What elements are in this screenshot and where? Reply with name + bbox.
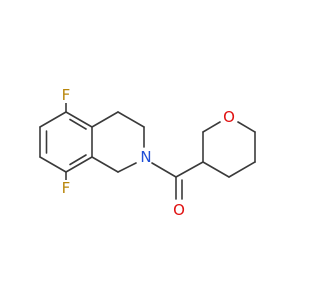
bond bbox=[39, 156, 67, 173]
aromatic-double-bond bbox=[69, 154, 87, 166]
molecule-structure-diagram: F F N O O bbox=[39, 86, 256, 219]
fluorine-label: F bbox=[62, 86, 71, 104]
bond bbox=[117, 111, 145, 128]
carbonyl-oxygen-label: O bbox=[173, 201, 185, 219]
nitrogen-label: N bbox=[140, 148, 151, 166]
bond bbox=[151, 162, 177, 178]
bond bbox=[39, 111, 67, 128]
bond bbox=[65, 156, 93, 173]
aromatic-double-bond bbox=[69, 118, 87, 130]
bond-layer bbox=[39, 100, 256, 200]
bond bbox=[202, 121, 221, 133]
carbonyl-oxygen-atom: O bbox=[173, 201, 185, 219]
ring-oxygen-label: O bbox=[223, 108, 235, 126]
atom-label-layer: F F N O O bbox=[59, 86, 235, 219]
bond bbox=[91, 156, 119, 173]
bond bbox=[65, 111, 93, 128]
bond bbox=[91, 111, 119, 128]
fluorine-atom-top: F bbox=[59, 86, 73, 104]
nitrogen-atom: N bbox=[140, 148, 151, 166]
fluorine-label: F bbox=[62, 179, 71, 197]
fluorine-atom-bottom: F bbox=[59, 179, 73, 197]
bond bbox=[228, 161, 256, 178]
bond bbox=[237, 121, 256, 133]
ring-oxygen-atom: O bbox=[223, 108, 235, 126]
bond bbox=[175, 161, 204, 178]
bond bbox=[117, 162, 137, 173]
bond bbox=[202, 161, 230, 178]
